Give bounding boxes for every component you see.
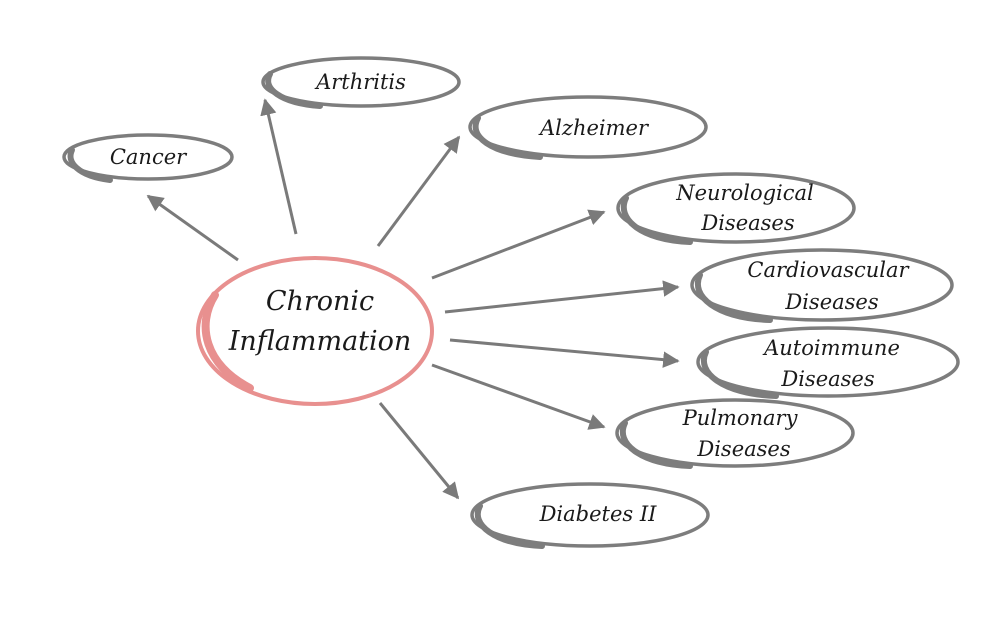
arrow-to-neurological-diseases — [431, 209, 606, 280]
node-ring — [468, 95, 708, 159]
center-label-line-1: Chronic — [266, 286, 374, 317]
node-ring-brush — [619, 420, 693, 469]
node-label-line-1: Cardiovascular — [747, 258, 910, 282]
node-ring — [690, 248, 954, 322]
node-ring-brush — [475, 503, 545, 549]
node-cancer: Cancer — [62, 133, 234, 183]
node-label-line-1: Alzheimer — [538, 116, 650, 140]
node-label-line-1: Cancer — [110, 145, 188, 169]
arrow-to-pulmonary-diseases — [431, 363, 606, 430]
center-label-line-2: Inflammation — [228, 326, 412, 357]
node-label-line-1: Arthritis — [314, 70, 406, 94]
node-alzheimer: Alzheimer — [468, 95, 708, 160]
arrow-to-autoimmune-diseases — [449, 338, 680, 368]
center-ring — [196, 256, 434, 406]
node-label-line-2: Diseases — [700, 211, 794, 235]
node-ring — [261, 56, 461, 108]
node-label-line-1: Autoimmune — [762, 336, 900, 360]
node-ring — [615, 398, 855, 468]
node-ring-brush — [620, 195, 693, 245]
arrow-to-alzheimer — [376, 135, 461, 247]
node-ring-brush — [701, 349, 779, 399]
node-neurological-diseases: Neurological Diseases — [616, 172, 856, 245]
node-ring — [696, 326, 960, 398]
node-label-line-1: Diabetes II — [539, 502, 658, 526]
node-ring-brush — [67, 147, 113, 183]
node-label-line-1: Pulmonary — [682, 406, 799, 430]
node-ring — [470, 482, 710, 548]
node-label-line-1: Neurological — [675, 181, 814, 205]
node-label-line-2: Diseases — [696, 437, 790, 461]
node-ring — [616, 172, 856, 244]
node-diabetes-ii: Diabetes II — [470, 482, 710, 549]
node-label-line-2: Diseases — [780, 367, 874, 391]
node-ring-brush — [695, 272, 773, 323]
node-cardiovascular-diseases: Cardiovascular Diseases — [690, 248, 954, 323]
center-node: Chronic Inflammation — [196, 256, 434, 406]
arrow-to-cardiovascular-diseases — [444, 280, 680, 314]
center-ring-brush — [201, 291, 254, 392]
arrow-to-arthritis — [260, 98, 298, 235]
arrow-to-diabetes-ii — [378, 402, 460, 500]
node-ring — [62, 133, 234, 181]
node-ring-brush — [265, 71, 323, 109]
node-label-line-2: Diseases — [784, 290, 878, 314]
node-ring-brush — [472, 115, 543, 160]
node-autoimmune-diseases: Autoimmune Diseases — [696, 326, 960, 399]
node-pulmonary-diseases: Pulmonary Diseases — [615, 398, 855, 469]
arrows — [146, 98, 680, 500]
node-arthritis: Arthritis — [261, 56, 461, 109]
arrow-to-cancer — [146, 194, 239, 262]
